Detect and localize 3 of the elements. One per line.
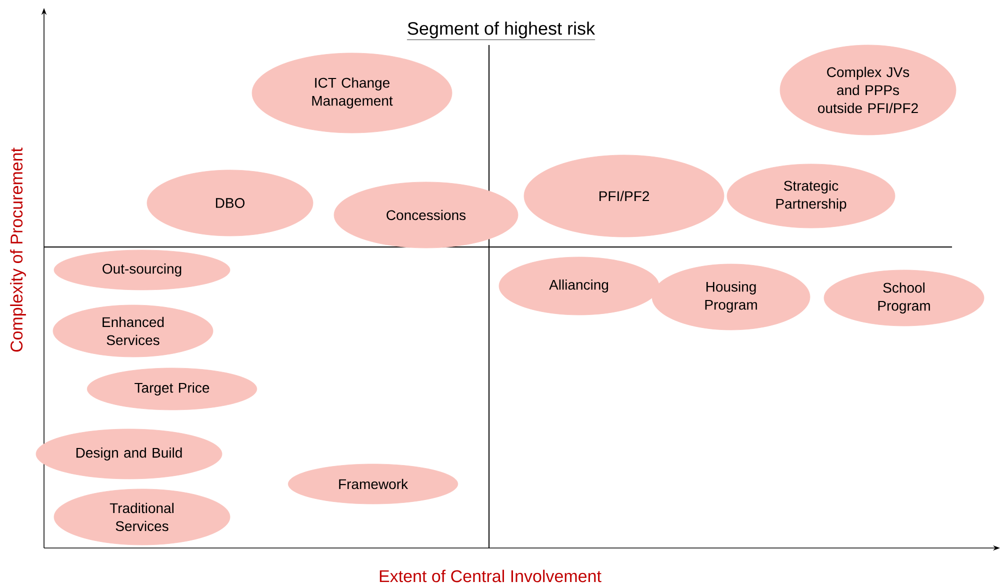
axis-label: Extent of Central Involvement: [380, 570, 602, 582]
chart-title: Segment of highest risk: [406, 22, 596, 40]
axis-label: Complexity of Procurement: [10, 148, 26, 352]
